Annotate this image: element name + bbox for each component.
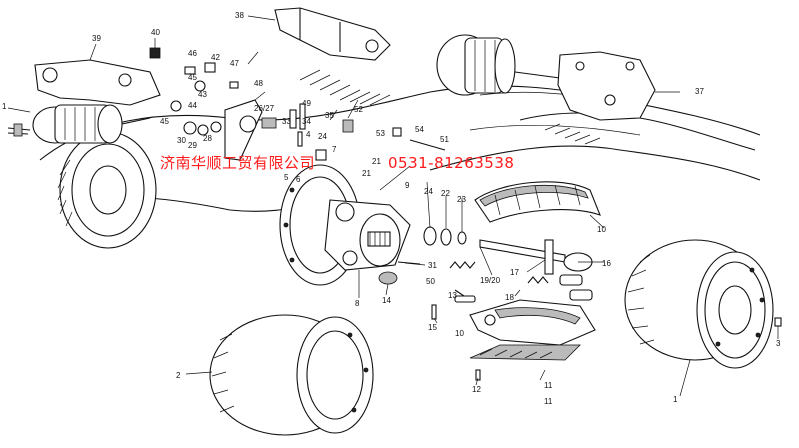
- callout-24b: 24: [318, 132, 327, 141]
- anchor-pins: [454, 274, 593, 303]
- small-hardware: [149, 47, 446, 161]
- callout-34: 34: [302, 117, 311, 126]
- callout-19-20: 19/20: [480, 276, 501, 285]
- callout-17: 17: [510, 268, 519, 277]
- camshaft-bushings: [397, 226, 467, 265]
- callout-6: 6: [296, 175, 301, 184]
- callout-23: 23: [457, 195, 466, 204]
- callout-11b: 11: [544, 397, 553, 406]
- chamber-bracket-37: [557, 51, 656, 121]
- callout-28: 28: [203, 134, 212, 143]
- pin-15: [431, 304, 437, 320]
- watermark-company-name: 济南华顺工贸有限公司: [160, 154, 315, 172]
- callout-45b: 45: [160, 117, 169, 126]
- callout-37: 37: [695, 87, 704, 96]
- callout-labels: 1 1 2 3 4 5 6 7 8 9 10 10 11 11 12 13 14…: [2, 11, 781, 406]
- callout-22: 22: [441, 189, 450, 198]
- bracket-39: [34, 59, 161, 106]
- callout-38: 38: [235, 11, 244, 20]
- slack-adjuster: [224, 99, 277, 161]
- callout-11a: 11: [544, 381, 553, 390]
- watermark-phone: 0531-81263538: [388, 154, 514, 172]
- callout-10b: 10: [455, 329, 464, 338]
- callout-43: 43: [198, 90, 207, 99]
- callout-18: 18: [505, 293, 514, 302]
- spider-hub: [324, 199, 411, 271]
- callout-51: 51: [440, 135, 449, 144]
- callout-21a: 21: [372, 157, 381, 166]
- callout-14: 14: [382, 296, 391, 305]
- callout-4: 4: [306, 130, 311, 139]
- callout-10a: 10: [597, 225, 606, 234]
- roller-14: [378, 271, 398, 285]
- callout-16: 16: [602, 259, 611, 268]
- callout-5: 5: [284, 173, 289, 182]
- camshaft: [479, 239, 593, 275]
- screw-3: [774, 317, 782, 327]
- callout-21b: 21: [362, 169, 371, 178]
- callout-44: 44: [188, 101, 197, 110]
- callout-35: 35: [325, 111, 334, 120]
- callout-24a: 24: [424, 187, 433, 196]
- callout-7: 7: [332, 145, 337, 154]
- left-brake-drum-rear: [57, 131, 157, 249]
- callout-1b: 1: [673, 395, 678, 404]
- brake-chamber-1: [32, 104, 151, 144]
- callout-48: 48: [254, 79, 263, 88]
- callout-3: 3: [776, 339, 781, 348]
- screw-12: [475, 369, 481, 381]
- callout-49: 49: [302, 99, 311, 108]
- callout-54: 54: [415, 125, 424, 134]
- callout-2: 2: [176, 371, 181, 380]
- callout-50: 50: [426, 277, 435, 286]
- callout-33: 33: [282, 117, 291, 126]
- right-brake-drum: [624, 239, 774, 369]
- left-brake-drum-front: [209, 314, 374, 436]
- callout-31: 31: [428, 261, 437, 270]
- callout-15: 15: [428, 323, 437, 332]
- callout-46: 46: [188, 49, 197, 58]
- callout-39: 39: [92, 34, 101, 43]
- callout-29: 29: [188, 141, 197, 150]
- callout-1a: 1: [2, 102, 7, 111]
- callout-30: 30: [177, 136, 186, 145]
- callout-47: 47: [230, 59, 239, 68]
- brake-chamber-37: [436, 34, 561, 96]
- brake-lining-11: [469, 344, 581, 361]
- leader-lines: [7, 15, 779, 397]
- callout-13: 13: [448, 291, 457, 300]
- callout-9: 9: [405, 181, 410, 190]
- callout-26-27: 26/27: [254, 104, 275, 113]
- callout-52: 52: [354, 105, 363, 114]
- hose-fitting: [7, 123, 31, 137]
- lower-brake-shoe: [469, 299, 596, 346]
- bracket-38: [274, 7, 391, 61]
- callout-53: 53: [376, 129, 385, 138]
- callout-8: 8: [355, 299, 360, 308]
- watermark: 济南华顺工贸有限公司 0531-81263538: [160, 154, 514, 172]
- callout-40: 40: [151, 28, 160, 37]
- callout-12: 12: [472, 385, 481, 394]
- upper-brake-shoe: [474, 181, 601, 223]
- callout-42: 42: [211, 53, 220, 62]
- callout-45a: 45: [188, 73, 197, 82]
